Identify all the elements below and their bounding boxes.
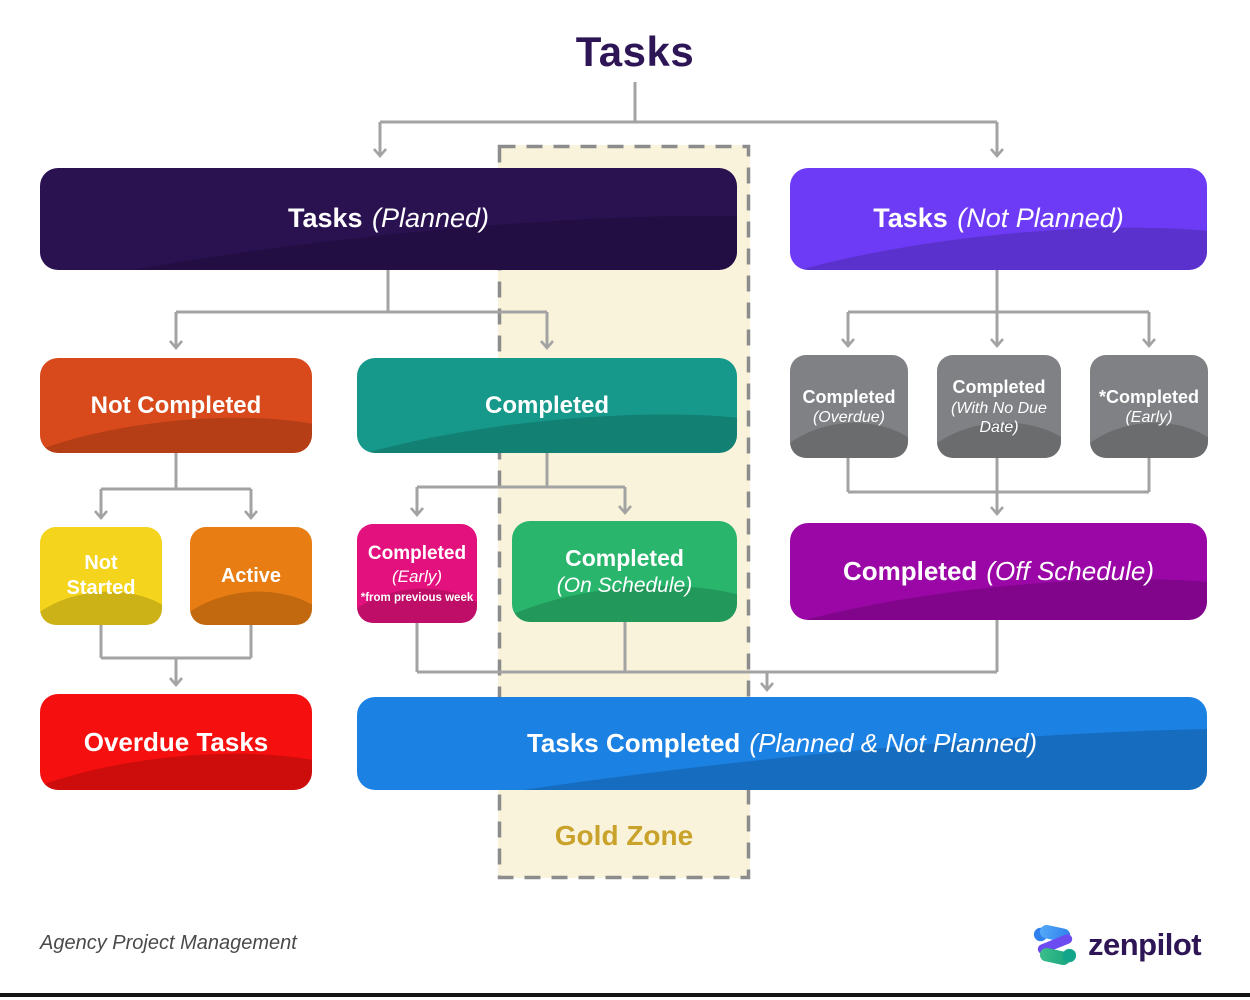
label-bold: Tasks xyxy=(873,203,948,234)
node-completed-early-not-planned: *Completed (Early) xyxy=(1090,355,1208,458)
gold-zone-label: Gold Zone xyxy=(554,820,694,851)
label-italic: (Planned & Not Planned) xyxy=(749,728,1038,759)
label-italic: (Not Planned) xyxy=(957,203,1124,234)
node-label: Tasks Completed (Planned & Not Planned) xyxy=(527,727,1037,760)
brand-logo: zenpilot xyxy=(1032,922,1202,968)
node-label: Completed xyxy=(485,391,609,421)
gold-zone-border xyxy=(497,144,751,880)
node-completed-on-schedule: Completed (On Schedule) xyxy=(512,521,737,622)
node-label: *Completed (Early) xyxy=(1099,386,1199,428)
zenpilot-logo-icon xyxy=(1033,924,1077,966)
node-completed: Completed xyxy=(357,358,737,453)
node-tasks-planned: Tasks (Planned) xyxy=(40,168,737,270)
label-italic: (Early) xyxy=(391,566,443,586)
node-completed-overdue: Completed (Overdue) xyxy=(790,355,908,458)
label-note: *from previous week xyxy=(360,591,474,604)
node-label: Completed (On Schedule) xyxy=(557,544,692,599)
label-italic: (Early) xyxy=(1125,409,1173,427)
label-bold: Completed xyxy=(565,545,684,571)
label-bold: Tasks Completed xyxy=(526,728,741,759)
label-bold: Completed xyxy=(952,377,1046,398)
node-label: Tasks (Not Planned) xyxy=(873,202,1124,236)
label-bold: Not Started xyxy=(66,552,136,599)
node-label: Completed (Early) *from previous week xyxy=(361,542,473,605)
node-label: Overdue Tasks xyxy=(84,726,269,759)
label-italic: (Off Schedule) xyxy=(986,556,1155,587)
label-italic: (On Schedule) xyxy=(556,573,693,597)
label-bold: Completed xyxy=(484,391,609,419)
label-bold: *Completed xyxy=(1098,386,1199,407)
brand-wordmark: zenpilot xyxy=(1088,927,1202,962)
label-bold: Completed xyxy=(367,542,467,564)
node-label: Completed (With No Due Date) xyxy=(937,376,1061,437)
label-bold: Active xyxy=(220,564,282,587)
node-active: Active xyxy=(190,527,312,625)
label-bold: Tasks xyxy=(287,203,363,234)
node-tasks-not-planned: Tasks (Not Planned) xyxy=(790,168,1207,270)
label-italic: (With No Due Date) xyxy=(951,399,1047,436)
node-completed-early: Completed (Early) *from previous week xyxy=(357,524,477,623)
label-italic: (Overdue) xyxy=(812,409,885,427)
node-overdue-tasks: Overdue Tasks xyxy=(40,694,312,790)
node-label: Not Completed xyxy=(91,391,262,421)
bottom-divider xyxy=(0,993,1250,997)
label-italic: (Planned) xyxy=(371,203,490,234)
node-completed-no-due-date: Completed (With No Due Date) xyxy=(937,355,1061,458)
label-bold: Not Completed xyxy=(90,391,262,419)
node-completed-off-schedule: Completed (Off Schedule) xyxy=(790,523,1207,620)
node-label: Not Started xyxy=(40,551,162,601)
footer-caption: Agency Project Management xyxy=(40,932,297,954)
node-not-started: Not Started xyxy=(40,527,162,625)
node-label: Completed (Overdue) xyxy=(802,386,895,428)
node-not-completed: Not Completed xyxy=(40,358,312,453)
node-label: Tasks (Planned) xyxy=(288,202,489,236)
label-bold: Completed xyxy=(802,386,896,407)
label-bold: Completed xyxy=(842,556,978,587)
label-bold: Overdue Tasks xyxy=(83,726,269,757)
node-label: Active xyxy=(221,564,281,589)
node-label: Completed (Off Schedule) xyxy=(843,555,1154,588)
node-tasks-completed: Tasks Completed (Planned & Not Planned) xyxy=(357,697,1207,790)
page-title: Tasks xyxy=(575,28,695,75)
